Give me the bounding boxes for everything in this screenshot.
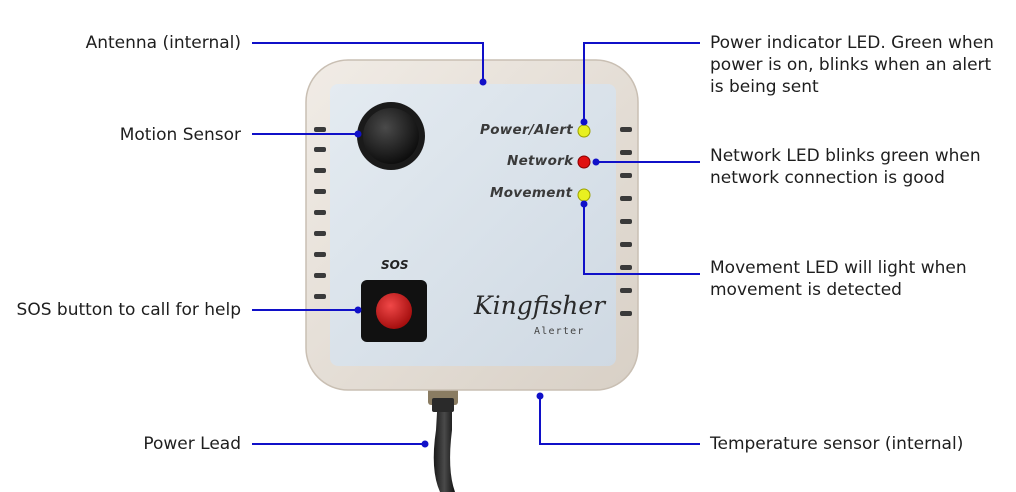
antenna-leader xyxy=(252,42,484,82)
sos-button-label: SOS button to call for help xyxy=(16,300,241,320)
network-led xyxy=(577,155,591,169)
brand-sub-text: Alerter xyxy=(534,326,585,337)
power-led-label-line3: is being sent xyxy=(710,77,819,97)
movement-led-label-line1: Movement LED will light when xyxy=(710,258,967,278)
sos-device-label: SOS xyxy=(381,258,409,272)
power-led-label: Power indicator LED. Green when power is… xyxy=(710,32,994,98)
movement-led xyxy=(577,188,591,202)
network-led-label-line2: network connection is good xyxy=(710,168,945,188)
leader-lines xyxy=(252,42,700,445)
power-lead-label: Power Lead xyxy=(143,434,241,454)
power-alert-device-label: Power/Alert xyxy=(480,122,574,138)
power-led-label-line1: Power indicator LED. Green when xyxy=(710,33,994,53)
movement-led-label-line2: movement is detected xyxy=(710,280,902,300)
left-vents xyxy=(314,127,326,299)
leader-dots xyxy=(354,78,600,448)
temperature-leader xyxy=(539,396,700,445)
brand-logo-text: Kingfisher xyxy=(474,291,606,320)
movement-led-label: Movement LED will light when movement is… xyxy=(710,257,967,301)
network-led-label-line1: Network LED blinks green when xyxy=(710,146,981,166)
movement-device-label: Movement xyxy=(490,185,573,201)
network-led-label: Network LED blinks green when network co… xyxy=(710,145,981,189)
temperature-sensor-label: Temperature sensor (internal) xyxy=(710,434,964,454)
power-cable xyxy=(433,395,455,492)
network-device-label: Network xyxy=(507,153,574,169)
power-alert-led xyxy=(577,124,591,138)
right-vents xyxy=(620,127,632,316)
sos-button-red xyxy=(376,293,412,329)
movement-led-leader xyxy=(583,204,700,275)
power-led-label-line2: power is on, blinks when an alert xyxy=(710,55,992,75)
antenna-label: Antenna (internal) xyxy=(85,33,241,53)
power-led-leader xyxy=(583,42,700,122)
motion-sensor-label: Motion Sensor xyxy=(119,125,241,145)
